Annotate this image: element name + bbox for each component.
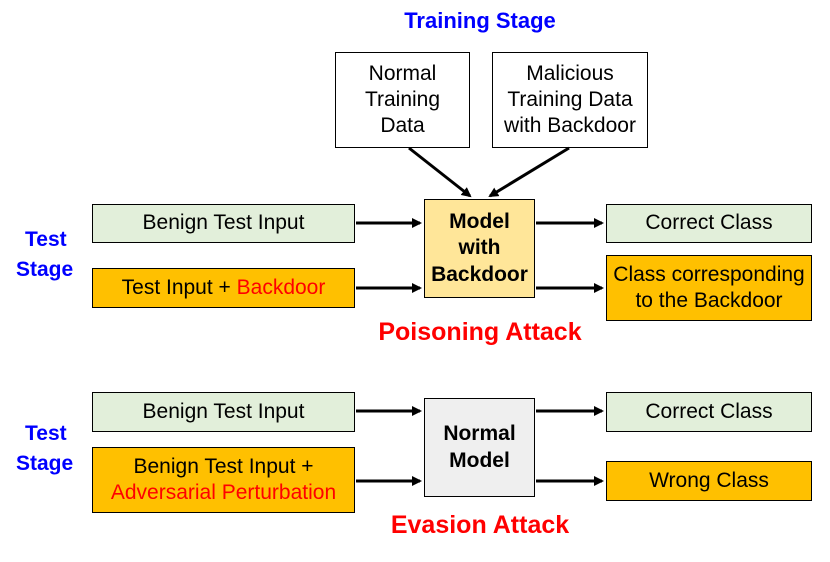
adversarial-input-prefix: Benign Test Input + <box>133 454 314 478</box>
adversarial-input-highlight: Adversarial Perturbation <box>110 481 337 504</box>
evasion-stage-label: Stage <box>16 452 74 475</box>
backdoor-input-highlight: Backdoor <box>236 275 326 299</box>
normal-training-data-box: Normal Training Data <box>335 52 470 148</box>
normal-model-box: Normal Model <box>424 398 535 497</box>
poisoning-stage-label: Stage <box>16 258 74 281</box>
arrow-malicious-data-to-model <box>488 146 570 198</box>
backdoor-input-prefix: Test Input + <box>121 275 237 299</box>
adversarial-input-box: Benign Test Input + Adversarial Perturba… <box>92 447 355 513</box>
backdoor-class-box: Class corresponding to the Backdoor <box>606 255 812 321</box>
poisoning-test-label: Test <box>25 228 67 251</box>
backdoor-model-box: Model with Backdoor <box>424 199 535 298</box>
evasion-correct-class-box: Correct Class <box>606 392 812 432</box>
evasion-test-label: Test <box>25 422 67 445</box>
training-stage-label: Training Stage <box>404 8 556 33</box>
poisoning-correct-class-box: Correct Class <box>606 204 812 243</box>
evasion-attack-title: Evasion Attack <box>390 511 570 539</box>
wrong-class-box: Wrong Class <box>606 461 812 501</box>
poisoning-benign-input-box: Benign Test Input <box>92 204 355 243</box>
arrow-normal-data-to-model <box>408 146 472 198</box>
evasion-benign-input-box: Benign Test Input <box>92 392 355 432</box>
malicious-training-data-box: Malicious Training Data with Backdoor <box>492 52 648 148</box>
backdoor-input-box: Test Input + Backdoor <box>92 268 355 308</box>
poisoning-attack-title: Poisoning Attack <box>378 318 582 346</box>
